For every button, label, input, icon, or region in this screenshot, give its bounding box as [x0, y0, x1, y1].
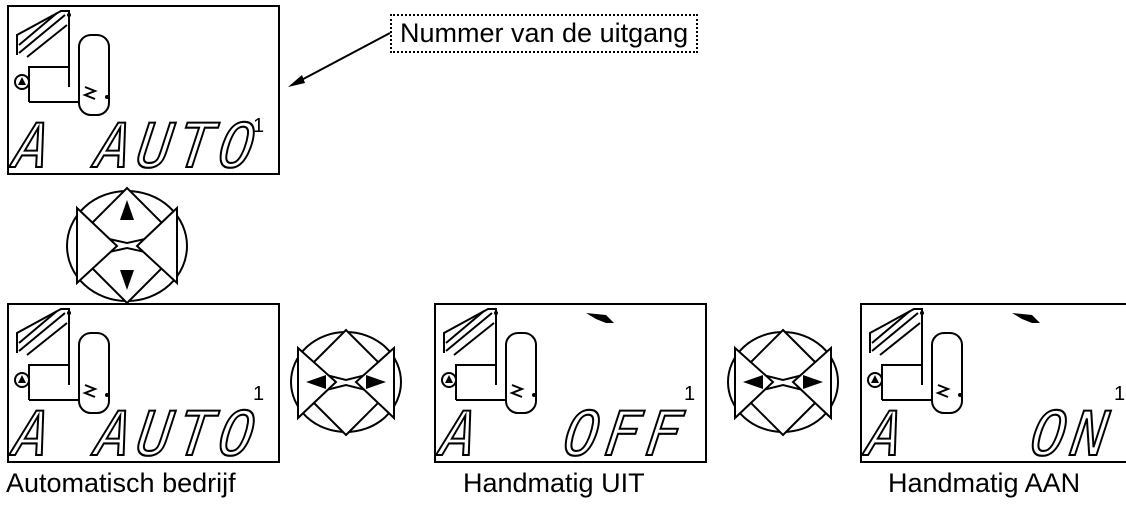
solar-system-icon: [14, 10, 110, 116]
solar-system-icon: [867, 308, 1040, 414]
caption-auto: Automatisch bedrijf: [6, 468, 236, 498]
mode-text: A AUTO: [9, 397, 267, 470]
lcd-display-auto: 1 A AUTO: [7, 303, 280, 471]
leftright-button-cluster[interactable]: [723, 320, 843, 440]
hand-icon: [1012, 313, 1040, 323]
leftright-button-cluster[interactable]: [286, 320, 406, 440]
output-number: 1: [253, 115, 265, 137]
solar-system-icon: [441, 308, 614, 414]
updown-button-cluster[interactable]: [62, 178, 192, 308]
lcd-display-top: 1 A AUTO: [7, 5, 280, 183]
lcd-display-on: 1 A ON: [860, 303, 1126, 471]
arrow-left-icon: [306, 375, 326, 389]
callout-output-number: Nummer van de uitgang: [390, 14, 699, 53]
mode-text: A OFF: [436, 397, 694, 470]
hand-icon: [586, 313, 614, 323]
arrow-right-icon: [366, 375, 386, 389]
mode-text: A AUTO: [9, 109, 267, 182]
mode-text: A ON: [862, 397, 1120, 470]
solar-system-icon: [14, 308, 110, 414]
output-number: 1: [684, 383, 696, 405]
arrow-up-icon: [120, 200, 134, 220]
arrow-right-icon: [803, 375, 823, 389]
caption-on: Handmatig AAN: [888, 468, 1081, 498]
output-number: 1: [253, 383, 265, 405]
caption-off: Handmatig UIT: [463, 468, 645, 498]
output-number: 1: [1114, 383, 1126, 405]
lcd-display-off: 1 A OFF: [434, 303, 707, 471]
arrow-left-icon: [743, 375, 763, 389]
arrow-down-icon: [120, 270, 134, 290]
